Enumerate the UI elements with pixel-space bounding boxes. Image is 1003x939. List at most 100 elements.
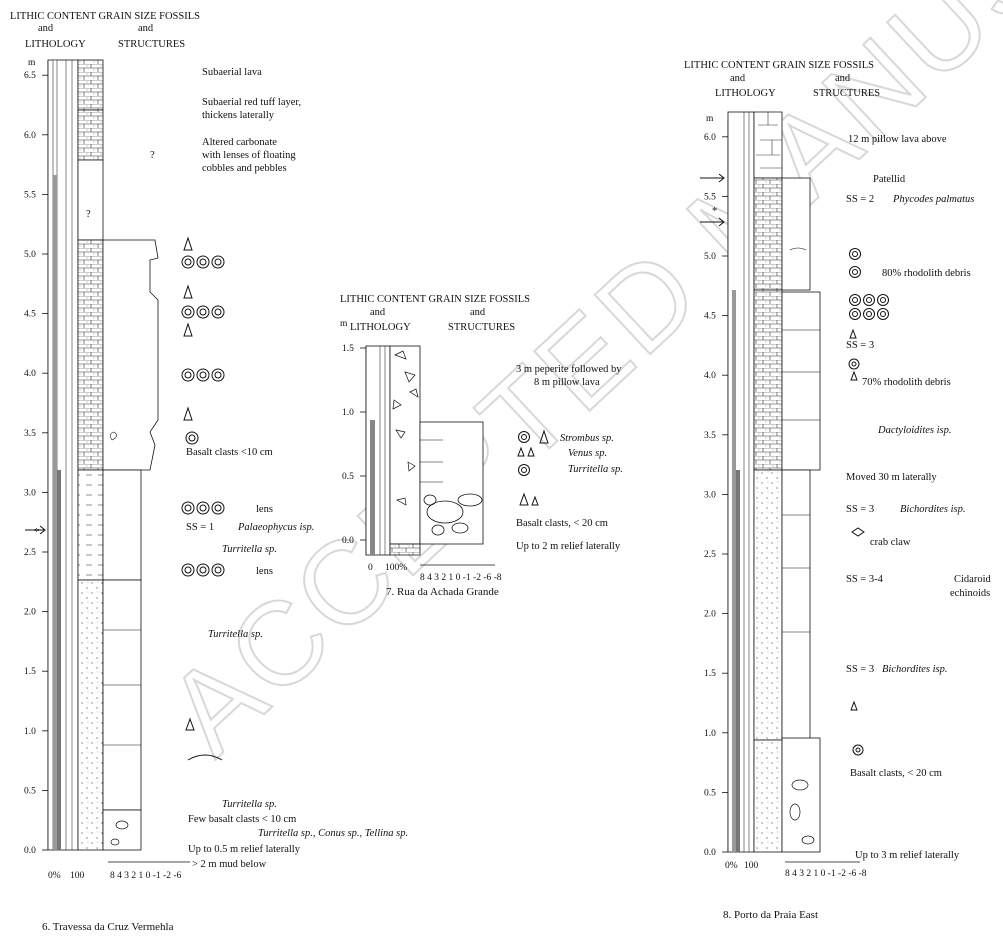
note-lens-2: lens bbox=[256, 566, 273, 577]
height-tick-label: 3.0 bbox=[24, 488, 36, 498]
height-tick-label: 6.0 bbox=[24, 131, 36, 141]
fossil-symbols-s8 bbox=[849, 249, 889, 756]
note-carbonate-1: Altered carbonate bbox=[202, 137, 277, 148]
note-red-tuff-1: Subaerial red tuff layer, bbox=[202, 97, 301, 108]
note-rhodolith-80: 80% rhodolith debris bbox=[882, 268, 971, 279]
header-and-1: and bbox=[730, 73, 746, 84]
note-bichordites-2: Bichordites isp. bbox=[882, 664, 948, 675]
note-relief: Up to 0.5 m relief laterally bbox=[188, 844, 301, 855]
note-ss3-b: SS = 3 bbox=[846, 504, 874, 515]
height-tick-label: 3.5 bbox=[704, 431, 716, 441]
note-patellid: Patellid bbox=[873, 174, 906, 185]
height-axis: 0.00.51.01.52.02.53.03.54.04.55.05.56.06… bbox=[24, 71, 48, 856]
note-peperite-2: 8 m pillow lava bbox=[534, 377, 600, 388]
note-rhodolith-70: 70% rhodolith debris bbox=[862, 377, 951, 388]
header-lithology: LITHOLOGY bbox=[715, 88, 776, 99]
height-tick-label: 5.0 bbox=[704, 252, 716, 262]
note-relief: Up to 2 m relief laterally bbox=[516, 541, 621, 552]
header-and-2: and bbox=[470, 307, 486, 318]
note-ss3-a: SS = 3 bbox=[846, 340, 874, 351]
height-tick-label: 4.0 bbox=[704, 371, 716, 381]
axis-unit: m bbox=[340, 319, 348, 329]
note-lens-1: lens bbox=[256, 504, 273, 515]
lithic-column bbox=[366, 346, 390, 555]
lithic-fill bbox=[53, 175, 57, 850]
height-tick-label: 5.0 bbox=[24, 250, 36, 260]
header-line1: LITHIC CONTENT GRAIN SIZE FOSSILS bbox=[10, 11, 200, 22]
height-tick-label: 2.0 bbox=[24, 608, 36, 618]
asterisk-mark: * bbox=[712, 206, 717, 217]
header-lithology: LITHOLOGY bbox=[25, 39, 86, 50]
header-and-1: and bbox=[38, 23, 54, 34]
height-tick-label: 0.0 bbox=[24, 846, 36, 856]
height-tick-label: 1.0 bbox=[24, 727, 36, 737]
caption-section-6: 6. Travessa da Cruz Vermehla bbox=[42, 921, 174, 933]
note-carbonate-3: cobbles and pebbles bbox=[202, 163, 287, 174]
height-tick-label: 1.0 bbox=[342, 408, 354, 418]
lithology-column bbox=[754, 112, 782, 852]
lithology-column: ? bbox=[78, 60, 103, 850]
asterisk-mark: * bbox=[34, 527, 39, 538]
note-strombus: Strombus sp. bbox=[560, 433, 614, 444]
height-tick-label: 2.5 bbox=[704, 550, 716, 560]
note-relief: Up to 3 m relief laterally bbox=[855, 850, 960, 861]
note-few-basalt: Few basalt clasts < 10 cm bbox=[188, 814, 296, 825]
height-tick-label: 0.5 bbox=[704, 788, 716, 798]
lithic-column bbox=[728, 112, 754, 852]
header-lithology: LITHOLOGY bbox=[350, 322, 411, 333]
height-tick-label: 4.0 bbox=[24, 369, 36, 379]
height-tick-label: 0.5 bbox=[24, 786, 36, 796]
note-echinoids: echinoids bbox=[950, 588, 990, 599]
axis-unit: m bbox=[28, 58, 36, 68]
note-phycodes: Phycodes palmatus bbox=[892, 194, 974, 205]
height-tick-label: 0.0 bbox=[704, 848, 716, 858]
grain-scale: 8 4 3 2 1 0 -1 -2 -6 bbox=[110, 871, 181, 881]
height-tick-label: 1.5 bbox=[342, 344, 354, 354]
header-and-1: and bbox=[370, 307, 386, 318]
lithic-scale-100: 100 bbox=[744, 861, 759, 871]
lithic-scale-0: 0% bbox=[48, 871, 61, 881]
grain-size-column bbox=[782, 178, 820, 852]
note-mud: > 2 m mud below bbox=[192, 859, 267, 870]
grain-scale: 8 4 3 2 1 0 -1 -2 -6 -8 bbox=[420, 573, 502, 583]
header-and-2: and bbox=[138, 23, 154, 34]
note-cidaroid: Cidaroid bbox=[954, 574, 991, 585]
note-turritella-conus: Turritella sp., Conus sp., Tellina sp. bbox=[258, 828, 408, 839]
note-red-tuff-2: thickens laterally bbox=[202, 110, 275, 121]
header-line1: LITHIC CONTENT GRAIN SIZE FOSSILS bbox=[684, 60, 874, 71]
height-tick-label: 3.5 bbox=[24, 429, 36, 439]
note-subaerial-lava: Subaerial lava bbox=[202, 67, 262, 78]
height-tick-label: 0.0 bbox=[342, 536, 354, 546]
header-structures: STRUCTURES bbox=[118, 39, 185, 50]
note-palaeophycus: Palaeophycus isp. bbox=[237, 522, 314, 533]
height-tick-label: 5.5 bbox=[24, 190, 36, 200]
query-mark-1: ? bbox=[86, 209, 91, 220]
grain-scale: 8 4 3 2 1 0 -1 -2 -6 -8 bbox=[785, 869, 867, 879]
lithic-scale-0: 0% bbox=[725, 861, 738, 871]
note-turritella: Turritella sp. bbox=[568, 464, 623, 475]
height-tick-label: 5.5 bbox=[704, 192, 716, 202]
header-structures: STRUCTURES bbox=[813, 88, 880, 99]
height-tick-label: 6.5 bbox=[24, 71, 36, 81]
header-line1: LITHIC CONTENT GRAIN SIZE FOSSILS bbox=[340, 294, 530, 305]
height-tick-label: 6.0 bbox=[704, 133, 716, 143]
note-turritella-3: Turritella sp. bbox=[222, 799, 277, 810]
note-turritella-2: Turritella sp. bbox=[208, 629, 263, 640]
lithic-scale-100: 100% bbox=[385, 563, 407, 573]
grain-size-column bbox=[103, 240, 158, 850]
note-crab-claw: crab claw bbox=[870, 537, 911, 548]
axis-unit: m bbox=[706, 114, 714, 124]
lithology-column bbox=[390, 346, 420, 555]
note-bichordites-1: Bichordites isp. bbox=[900, 504, 966, 515]
height-tick-label: 1.5 bbox=[24, 667, 36, 677]
grain-size-column bbox=[420, 422, 483, 544]
lithic-scale-0: 0 bbox=[368, 563, 373, 573]
note-basalt-clasts: Basalt clasts <10 cm bbox=[186, 447, 273, 458]
note-carbonate-2: with lenses of floating bbox=[202, 150, 296, 161]
note-ss3-c: SS = 3 bbox=[846, 664, 874, 675]
note-ss1: SS = 1 bbox=[186, 522, 214, 533]
note-pillow-lava: 12 m pillow lava above bbox=[848, 134, 947, 145]
query-mark-2: ? bbox=[150, 150, 155, 161]
